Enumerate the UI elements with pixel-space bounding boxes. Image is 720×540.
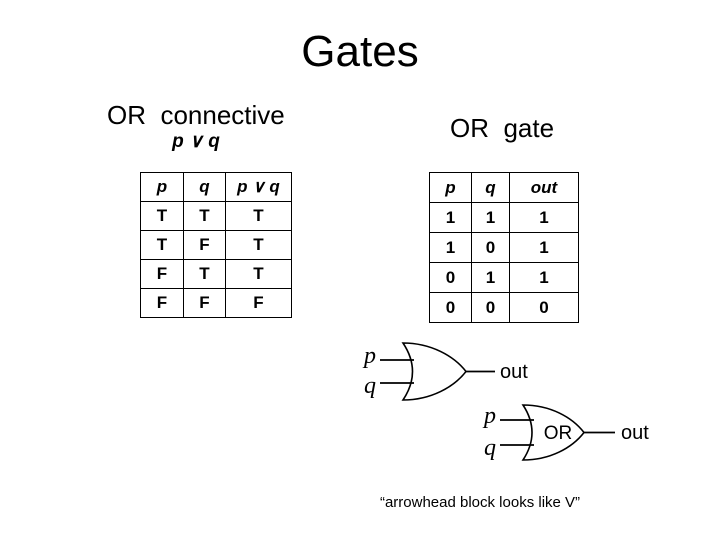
or-gate-truth-table: p q out 1 1 1 1 0 1 0 1 1 0 0 0 <box>429 172 579 323</box>
table-cell: 1 <box>471 202 510 233</box>
table-cell: 1 <box>471 262 510 293</box>
table-row: T F T <box>140 230 292 260</box>
or-connective-truth-table: p q p ∨ q T T T T F T F T T F F F <box>140 172 292 318</box>
page-title: Gates <box>301 27 419 76</box>
table-row: F F F <box>140 288 292 318</box>
header-cell-p: p <box>140 172 184 202</box>
input-label-p: p <box>482 403 496 429</box>
or-gate-symbol <box>521 404 586 461</box>
table-cell: F <box>140 288 184 318</box>
table-cell: T <box>183 259 226 289</box>
table-cell: 1 <box>429 202 472 233</box>
or-gate-diagram-1: p q out <box>362 342 528 401</box>
table-cell: T <box>225 230 292 260</box>
table-cell: 0 <box>471 292 510 323</box>
table-cell: T <box>140 230 184 260</box>
header-cell-pvq: p ∨ q <box>225 172 292 202</box>
table-cell: T <box>183 201 226 231</box>
output-label: out <box>500 361 528 383</box>
table-cell: 0 <box>429 292 472 323</box>
table-row: 1 0 1 <box>429 232 579 263</box>
table-row: F T T <box>140 259 292 289</box>
table-cell: 0 <box>509 292 579 323</box>
or-connective-heading: OR connective <box>107 100 285 130</box>
table-cell: 1 <box>509 202 579 233</box>
table-row: 1 1 1 <box>429 202 579 233</box>
input-label-q: q <box>364 373 376 399</box>
header-cell-out: out <box>509 172 579 203</box>
header-cell-q: q <box>471 172 510 203</box>
table-header-row: p q p ∨ q <box>140 172 292 202</box>
table-cell: 0 <box>471 232 510 263</box>
table-cell: F <box>183 288 226 318</box>
table-cell: T <box>225 259 292 289</box>
gate-or-label: OR <box>544 423 573 444</box>
or-gate-symbol <box>401 342 468 401</box>
table-cell: 0 <box>429 262 472 293</box>
input-label-q: q <box>484 435 496 461</box>
pvq-expression-label: p ∨ q <box>172 131 220 152</box>
header-cell-p: p <box>429 172 472 203</box>
caption: “arrowhead block looks like V” <box>379 494 581 511</box>
table-row: 0 0 0 <box>429 292 579 323</box>
table-cell: T <box>225 201 292 231</box>
table-cell: F <box>183 230 226 260</box>
table-row: 0 1 1 <box>429 262 579 293</box>
table-cell: 1 <box>509 262 579 293</box>
input-label-p: p <box>362 343 376 369</box>
or-gate-heading: OR gate <box>450 113 555 143</box>
table-header-row: p q out <box>429 172 579 203</box>
table-cell: F <box>140 259 184 289</box>
table-cell: 1 <box>429 232 472 263</box>
or-gate-diagram-2: p q OR out <box>482 403 649 461</box>
table-cell: F <box>225 288 292 318</box>
output-label: out <box>621 422 649 444</box>
table-cell: T <box>140 201 184 231</box>
table-cell: 1 <box>509 232 579 263</box>
header-cell-q: q <box>183 172 226 202</box>
table-row: T T T <box>140 201 292 231</box>
